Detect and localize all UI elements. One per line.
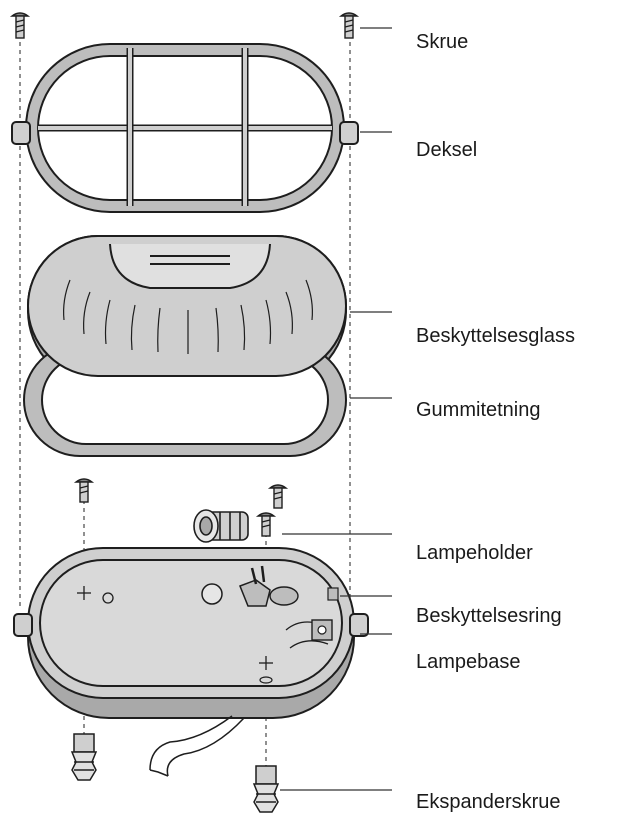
label-screw: Skrue (416, 31, 469, 53)
base-screw-left (73, 478, 95, 503)
top-screw-left (9, 12, 31, 39)
bulb-holder (193, 509, 249, 543)
label-protective-ring: Beskyttelsesring (416, 605, 562, 627)
leader-lines (280, 27, 392, 791)
label-cover: Deksel (416, 139, 478, 161)
label-rubber-gasket: Gummitetning (416, 399, 541, 421)
power-cable (149, 715, 245, 777)
label-lamp-base: Lampebase (416, 651, 521, 673)
label-expansion-screw: Ekspanderskrue (416, 791, 561, 813)
holder-screw (255, 512, 277, 537)
base-screw-right (267, 484, 289, 509)
lamp-base (13, 547, 369, 719)
expansion-screw-left (70, 733, 98, 781)
label-bulb-holder: Lampeholder (416, 542, 533, 564)
label-protective-glass: Beskyttelsesglass (416, 325, 575, 347)
top-screw-right (338, 12, 360, 39)
expansion-screw-right (252, 765, 280, 813)
cover-grid (11, 43, 359, 213)
rubber-gasket (23, 235, 347, 457)
